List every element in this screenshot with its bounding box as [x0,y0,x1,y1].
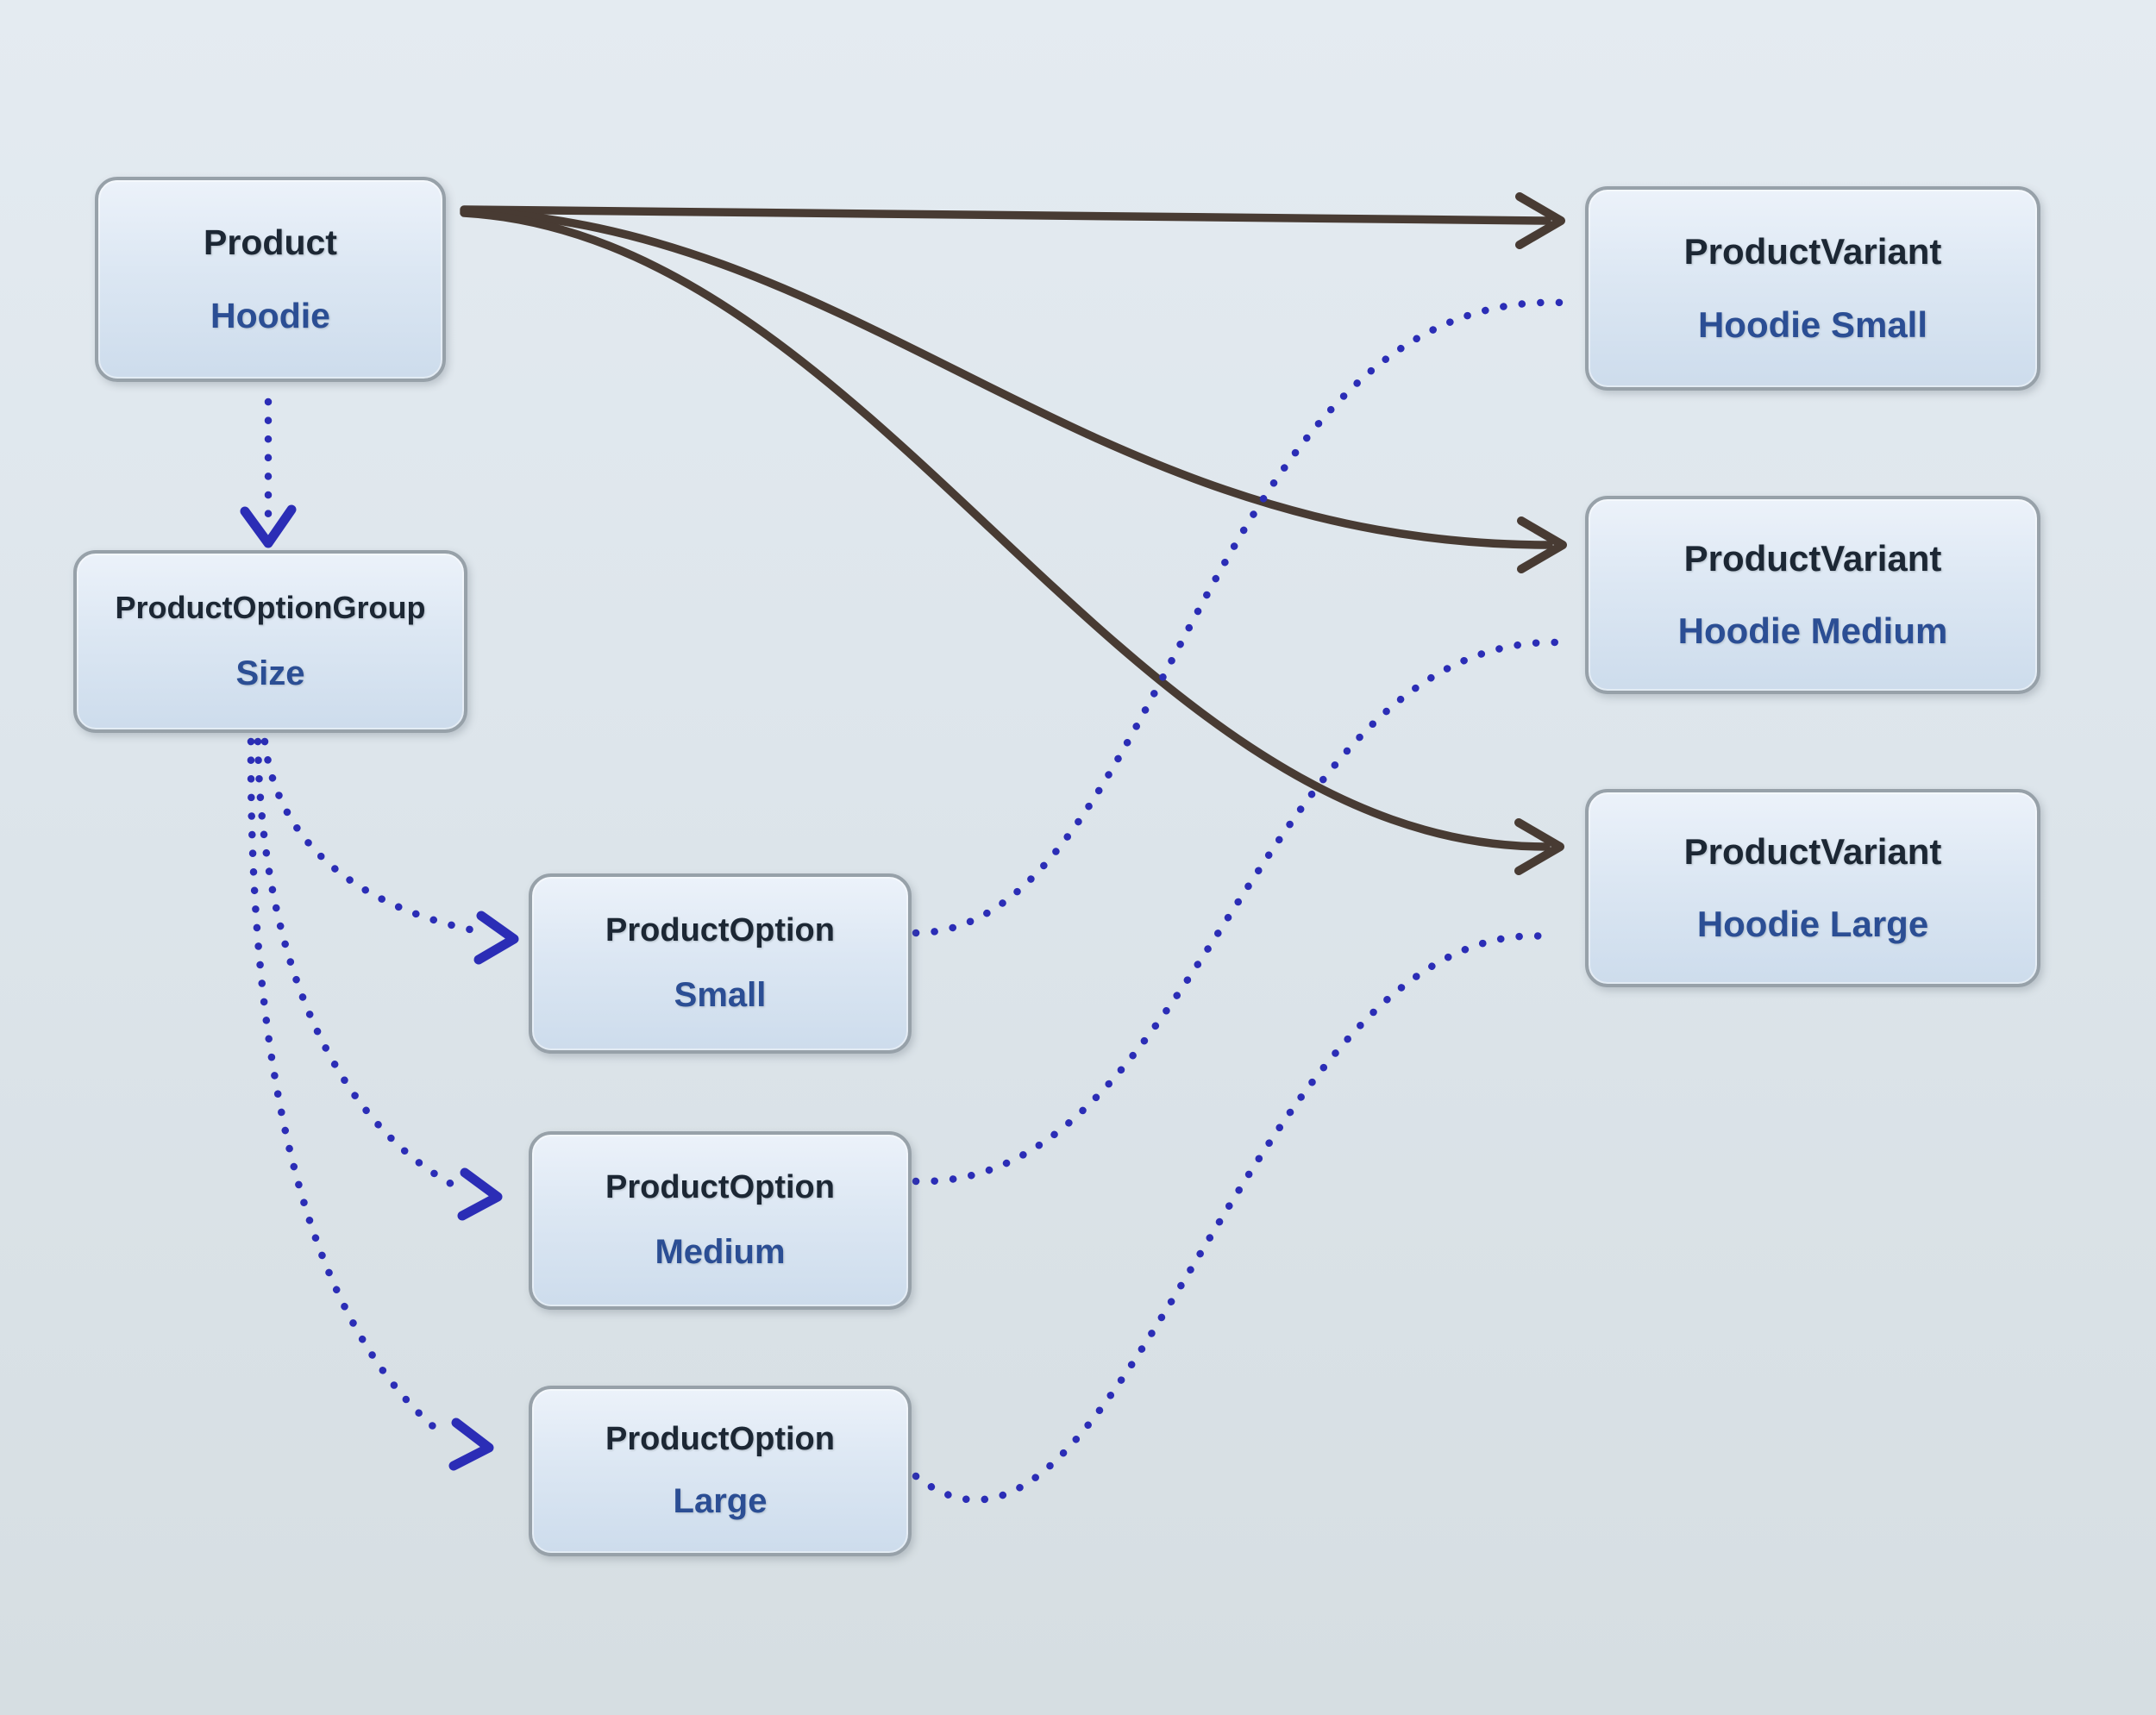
arrowhead-right-icon [457,1167,503,1221]
node-variant-value: Hoodie Small [1697,304,1928,346]
node-variant-value: Hoodie Medium [1677,610,1948,651]
edge-line [460,207,1553,549]
node-option-title: ProductOption [605,1169,835,1206]
node-variant-title: ProductVariant [1683,230,1942,272]
node-variant-title: ProductVariant [1683,831,1942,873]
node-product-option-large: ProductOption Large [529,1386,912,1556]
edge-line [912,638,1561,1186]
node-product-option-group-title: ProductOptionGroup [115,590,426,626]
edge-option-medium-to-variant-medium [912,638,1561,1186]
edge-option-large-to-variant-large [912,932,1551,1504]
edge-line [912,298,1567,937]
node-product-option-small: ProductOption Small [529,873,912,1054]
node-product-title: Product [204,222,337,262]
node-variant-hoodie-small: ProductVariant Hoodie Small [1585,186,2040,391]
node-product: Product Hoodie [95,177,446,382]
edge-optiongroup-to-option-small [260,737,519,965]
node-option-value: Medium [655,1232,786,1271]
node-option-title: ProductOption [605,1421,835,1458]
node-product-value: Hoodie [210,296,330,336]
arrowhead-right-icon [1514,818,1564,875]
node-option-value: Small [674,976,767,1014]
edge-line [912,932,1551,1504]
arrowhead-right-icon [1515,192,1565,249]
edge-product-to-variant-medium [460,207,1567,573]
node-option-value: Large [673,1481,768,1520]
node-product-option-medium: ProductOption Medium [529,1131,912,1310]
node-option-title: ProductOption [605,912,835,948]
edge-product-to-optiongroup [240,397,297,548]
edge-product-to-variant-large [460,209,1564,875]
node-variant-hoodie-medium: ProductVariant Hoodie Medium [1585,496,2040,694]
edge-optiongroup-to-option-large [247,737,494,1471]
edge-line [460,205,1551,225]
edge-line [247,737,448,1440]
edge-product-to-variant-small [460,192,1565,249]
node-variant-value: Hoodie Large [1696,903,1929,944]
node-product-option-group: ProductOptionGroup Size [73,550,467,733]
arrowhead-right-icon [473,911,519,965]
arrowhead-right-icon [1517,516,1567,573]
arrowhead-down-icon [240,504,297,548]
edge-option-small-to-variant-small [912,298,1567,937]
node-variant-title: ProductVariant [1683,538,1942,579]
edge-optiongroup-to-option-medium [254,737,503,1221]
node-product-option-group-value: Size [235,654,305,692]
arrowhead-right-icon [448,1418,494,1471]
edge-line [254,737,457,1189]
edge-line [260,737,474,934]
node-variant-hoodie-large: ProductVariant Hoodie Large [1585,789,2040,987]
edge-line [460,209,1551,851]
